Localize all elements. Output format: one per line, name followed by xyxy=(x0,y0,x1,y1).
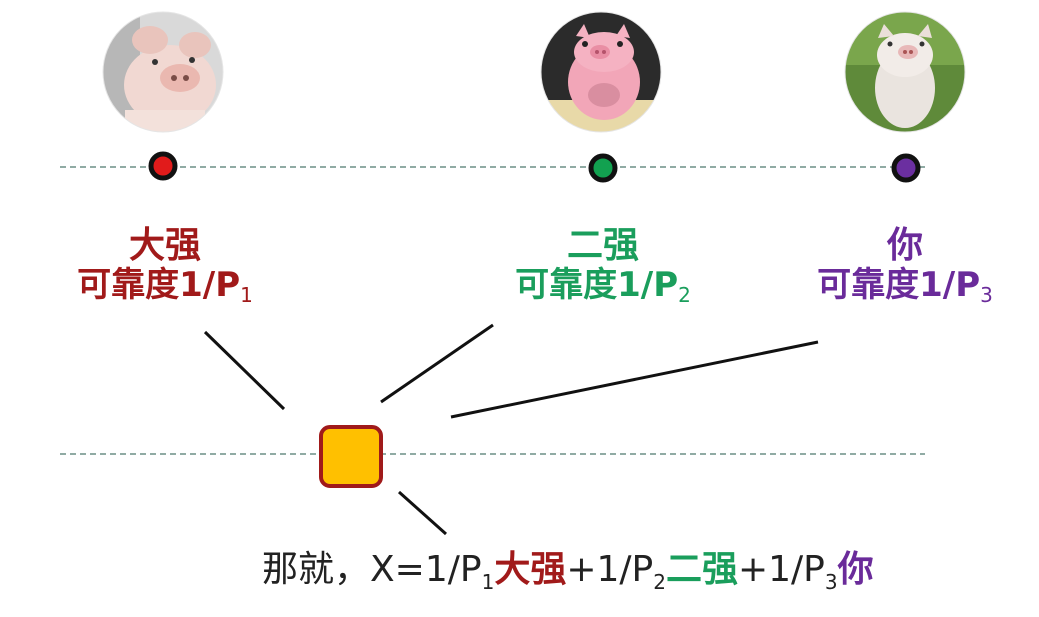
formula-plus-3: +1/P xyxy=(737,549,825,590)
estimate-box xyxy=(319,425,383,488)
person-3-reliability: 可靠度1/P3 xyxy=(817,265,993,308)
avatar-3-ring xyxy=(844,11,966,133)
connector-4 xyxy=(398,490,447,536)
connector-3 xyxy=(450,340,819,419)
connector-1 xyxy=(203,330,286,411)
formula-prefix: 那就，X=1/P xyxy=(262,549,482,590)
formula-name-1: 大强 xyxy=(494,549,567,590)
formula: 那就，X=1/P1大强+1/P2二强+1/P3你 xyxy=(262,540,874,594)
cartoon-pig-icon xyxy=(541,12,661,132)
avatar-2-ring xyxy=(540,11,662,133)
pig-photo-icon xyxy=(103,12,223,132)
person-1-name: 大强 xyxy=(128,225,201,266)
formula-name-3: 你 xyxy=(837,549,874,590)
dot-3 xyxy=(891,153,921,183)
person-2-reliability: 可靠度1/P2 xyxy=(515,265,691,308)
person-2-name: 二强 xyxy=(566,225,639,266)
label-person-1: 大强 可靠度1/P1 xyxy=(40,225,290,307)
formula-sub-1: 1 xyxy=(481,570,495,594)
formula-name-2: 二强 xyxy=(665,549,738,590)
formula-sub-3: 3 xyxy=(824,570,838,594)
connector-2 xyxy=(380,323,494,404)
dot-2 xyxy=(588,153,618,183)
person-1-reliability: 可靠度1/P1 xyxy=(77,265,253,308)
label-person-2: 二强 可靠度1/P2 xyxy=(478,225,728,307)
avatar-1-ring xyxy=(102,11,224,133)
dot-1 xyxy=(148,151,178,181)
formula-plus-2: +1/P xyxy=(566,549,654,590)
formula-sub-2: 2 xyxy=(653,570,666,594)
label-person-3: 你 可靠度1/P3 xyxy=(780,225,1030,307)
person-3-name: 你 xyxy=(886,225,923,266)
piglet-photo-icon xyxy=(845,12,965,132)
